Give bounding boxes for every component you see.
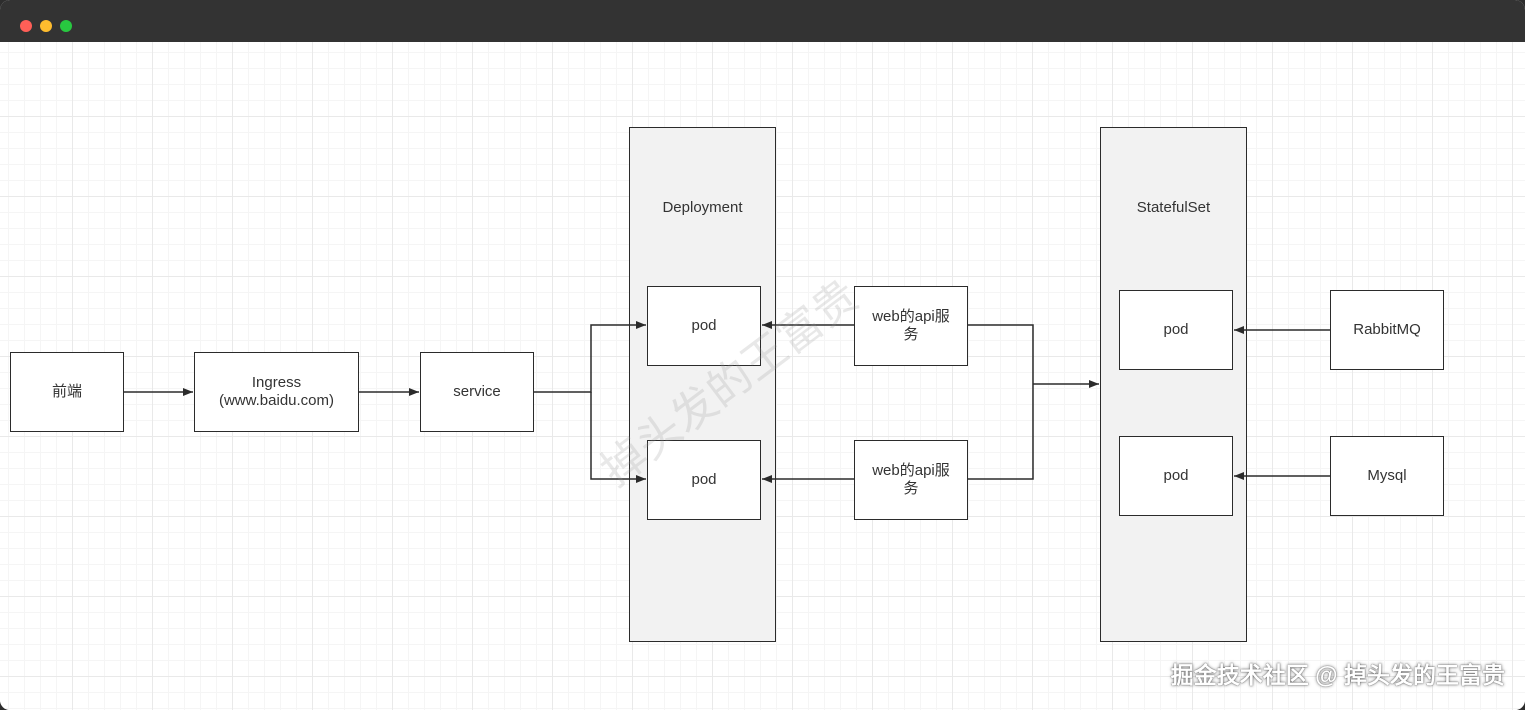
frontend-node[interactable]: 前端	[10, 352, 124, 432]
pod-label: pod	[1163, 321, 1189, 338]
minimize-window-button[interactable]	[40, 20, 52, 32]
close-window-button[interactable]	[20, 20, 32, 32]
deployment-pod-2[interactable]: pod	[647, 440, 761, 520]
mysql-node[interactable]: Mysql	[1330, 436, 1444, 516]
maximize-window-button[interactable]	[60, 20, 72, 32]
edge-service-to-pod-2[interactable]	[590, 392, 646, 483]
pod-label: pod	[1163, 467, 1189, 484]
deployment-pod-1[interactable]: pod	[647, 286, 761, 366]
web-api-service-1[interactable]: web的api服务	[854, 286, 968, 366]
statefulset-pod-2[interactable]: pod	[1119, 436, 1233, 516]
service-label: service	[453, 383, 501, 400]
ingress-host-label: (www.baidu.com)	[218, 392, 335, 409]
connector-layer	[124, 321, 1330, 483]
rabbitmq-label: RabbitMQ	[1353, 321, 1421, 338]
service-node[interactable]: service	[420, 352, 534, 432]
statefulset-label: StatefulSet	[1136, 199, 1211, 216]
mysql-label: Mysql	[1367, 467, 1407, 484]
diagram-canvas: Deployment StatefulSet 前端 Ingress (www.b…	[0, 42, 1525, 710]
frontend-label: 前端	[51, 383, 82, 400]
ingress-node[interactable]: Ingress (www.baidu.com)	[194, 352, 359, 432]
deployment-label: Deployment	[662, 199, 743, 216]
source-watermark: 掘金技术社区 @ 掉头发的王富贵	[1170, 662, 1505, 688]
web-api-label: web的api服务	[872, 462, 950, 497]
deployment-container[interactable]: Deployment	[629, 127, 776, 642]
ingress-label: Ingress	[251, 374, 302, 391]
pod-label: pod	[691, 317, 717, 334]
rabbitmq-node[interactable]: RabbitMQ	[1330, 290, 1444, 370]
statefulset-container[interactable]: StatefulSet	[1100, 127, 1247, 642]
pod-label: pod	[691, 471, 717, 488]
edge-webapi-1-to-statefulset[interactable]	[968, 324, 1034, 480]
web-api-label: web的api服务	[872, 308, 950, 343]
statefulset-pod-1[interactable]: pod	[1119, 290, 1233, 370]
edge-service-to-pod-1[interactable]	[534, 321, 646, 393]
title-bar	[0, 0, 1525, 42]
web-api-service-2[interactable]: web的api服务	[854, 440, 968, 520]
